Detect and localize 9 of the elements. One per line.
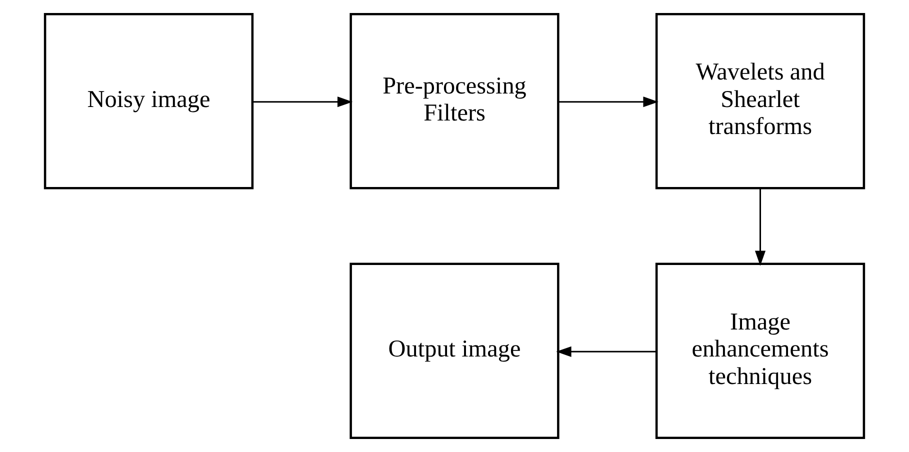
arrow (754, 188, 766, 266)
arrow (558, 96, 658, 108)
node-box: Output image (350, 262, 560, 440)
node-box: Image enhancements techniques (655, 262, 866, 440)
node-box: Noisy image (44, 12, 254, 190)
arrow (252, 96, 353, 108)
arrow (556, 346, 656, 357)
node-box: Pre-processing Filters (350, 12, 560, 190)
node-box: Wavelets and Shearlet transforms (655, 12, 866, 190)
